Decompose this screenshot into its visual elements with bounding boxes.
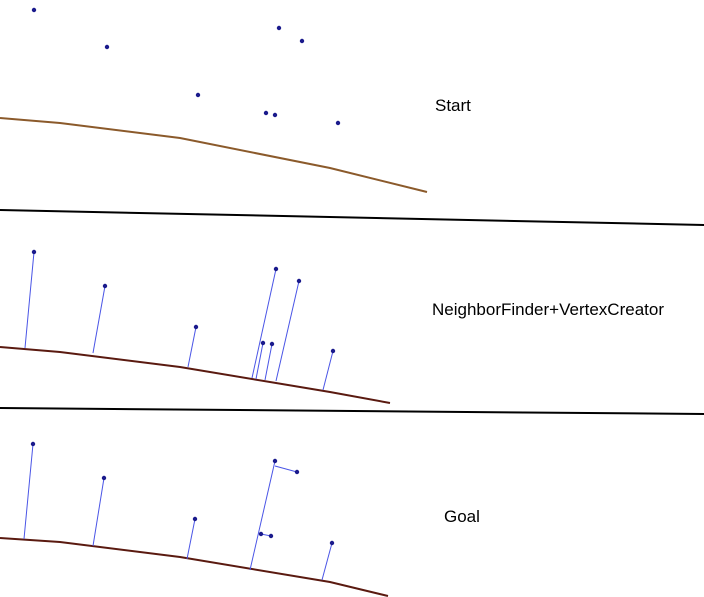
neighbor-panel-label: NeighborFinder+VertexCreator bbox=[432, 300, 664, 319]
neighbor-connector-6 bbox=[255, 342, 264, 380]
neighbor-point-8 bbox=[330, 348, 336, 354]
neighbor-point-7 bbox=[269, 341, 275, 347]
start-point-4 bbox=[299, 38, 305, 44]
goal-panel bbox=[0, 441, 389, 597]
goal-point-5 bbox=[329, 540, 335, 546]
goal-connector-5 bbox=[321, 542, 333, 581]
goal-side-link-1 bbox=[274, 465, 298, 473]
start-polyline bbox=[0, 117, 428, 193]
neighbor-point-4 bbox=[273, 266, 279, 272]
goal-side-point-1 bbox=[294, 469, 300, 475]
start-point-5 bbox=[195, 92, 201, 98]
start-panel-label: Start bbox=[435, 96, 471, 115]
neighbor-polyline bbox=[0, 346, 391, 404]
goal-point-4 bbox=[272, 458, 278, 464]
separator-line-2 bbox=[0, 407, 704, 415]
neighbor-point-3 bbox=[193, 324, 199, 330]
goal-connector-1 bbox=[23, 443, 34, 540]
goal-point-3 bbox=[192, 516, 198, 522]
start-point-2 bbox=[104, 44, 110, 50]
goal-connector-3 bbox=[186, 518, 196, 560]
goal-connector-4 bbox=[249, 460, 276, 571]
goal-side-point-2 bbox=[258, 531, 264, 537]
neighbor-point-5 bbox=[296, 278, 302, 284]
start-panel bbox=[0, 7, 428, 193]
neighbor-connector-2 bbox=[92, 285, 106, 354]
start-point-6 bbox=[263, 110, 269, 116]
goal-panel-label: Goal bbox=[444, 507, 480, 526]
neighbor-connector-7 bbox=[264, 343, 273, 381]
neighbor-connector-5 bbox=[275, 280, 300, 382]
goal-connector-2 bbox=[92, 477, 105, 547]
neighbor-connector-3 bbox=[187, 326, 197, 368]
neighbor-panel bbox=[0, 249, 391, 404]
start-point-7 bbox=[272, 112, 278, 118]
goal-side-point-3 bbox=[268, 533, 274, 539]
goal-polyline bbox=[0, 537, 389, 597]
neighbor-point-2 bbox=[102, 283, 108, 289]
neighbor-connector-4 bbox=[251, 268, 277, 379]
start-point-8 bbox=[335, 120, 341, 126]
neighbor-connector-8 bbox=[322, 350, 334, 391]
start-point-3 bbox=[276, 25, 282, 31]
goal-point-1 bbox=[30, 441, 36, 447]
start-point-1 bbox=[31, 7, 37, 13]
panel-separators bbox=[0, 209, 704, 415]
neighbor-connector-1 bbox=[24, 251, 35, 349]
goal-point-2 bbox=[101, 475, 107, 481]
neighbor-point-1 bbox=[31, 249, 37, 255]
separator-line-1 bbox=[0, 209, 704, 226]
neighbor-point-6 bbox=[260, 340, 266, 346]
